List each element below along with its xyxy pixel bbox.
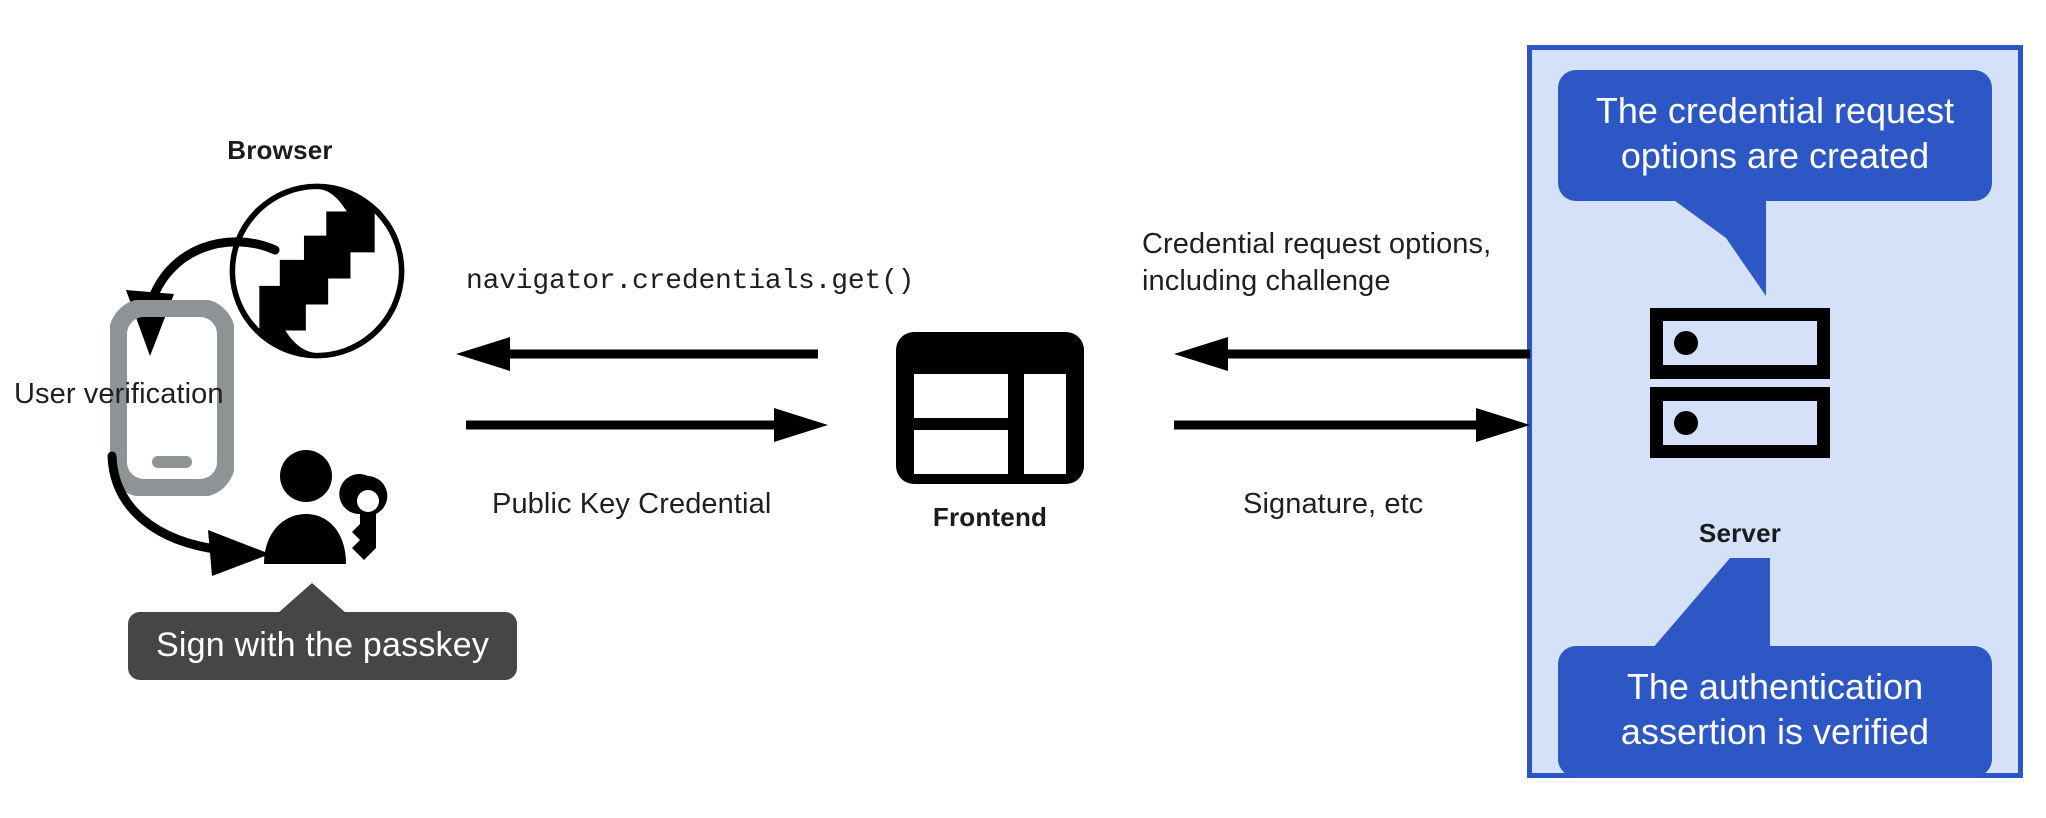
public-key-credential-label: Public Key Credential bbox=[492, 488, 772, 520]
callout-top-line1: The credential request bbox=[1595, 90, 1955, 131]
arrow-right-bottom bbox=[1174, 408, 1530, 442]
credential-request-options-line2: including challenge bbox=[1142, 265, 1391, 298]
user-verification-label: User verification bbox=[14, 378, 224, 410]
callout-bottom-line2: assertion is verified bbox=[1620, 711, 1930, 753]
passkey-tooltip: Sign with the passkey bbox=[128, 583, 518, 680]
callout-bottom-line1: The authentication bbox=[1626, 666, 1924, 707]
arrow-left-bottom bbox=[466, 408, 828, 442]
credential-request-options-line1: Credential request options, bbox=[1142, 228, 1492, 260]
arrow-left-top bbox=[456, 337, 818, 371]
smartphone-icon bbox=[109, 299, 235, 497]
callout-top-line2: options are created bbox=[1620, 135, 1930, 177]
arrow-phone-to-person bbox=[104, 450, 294, 580]
person-with-key-icon bbox=[262, 448, 388, 564]
layout-window-icon bbox=[892, 328, 1088, 488]
tooltip-tail bbox=[278, 583, 346, 613]
passkey-tooltip-text: Sign with the passkey bbox=[128, 612, 518, 680]
credential-request-options-label: Credential request options, including ch… bbox=[1142, 226, 1542, 300]
navigator-credentials-get-label: navigator.credentials.get() bbox=[466, 266, 915, 297]
arrow-right-top bbox=[1174, 337, 1530, 371]
globe-icon bbox=[224, 178, 410, 364]
frontend-label: Frontend bbox=[932, 502, 1048, 532]
browser-label: Browser bbox=[227, 135, 333, 165]
signature-etc-label: Signature, etc bbox=[1243, 488, 1424, 520]
callout-bottom-tail bbox=[1634, 558, 1834, 693]
server-label: Server bbox=[1698, 518, 1782, 548]
callout-credential-request-options: The credential request options are creat… bbox=[1558, 70, 1992, 201]
server-racks-icon bbox=[1649, 307, 1831, 498]
callout-authentication-assertion-verified: The authentication assertion is verified bbox=[1558, 646, 1992, 777]
